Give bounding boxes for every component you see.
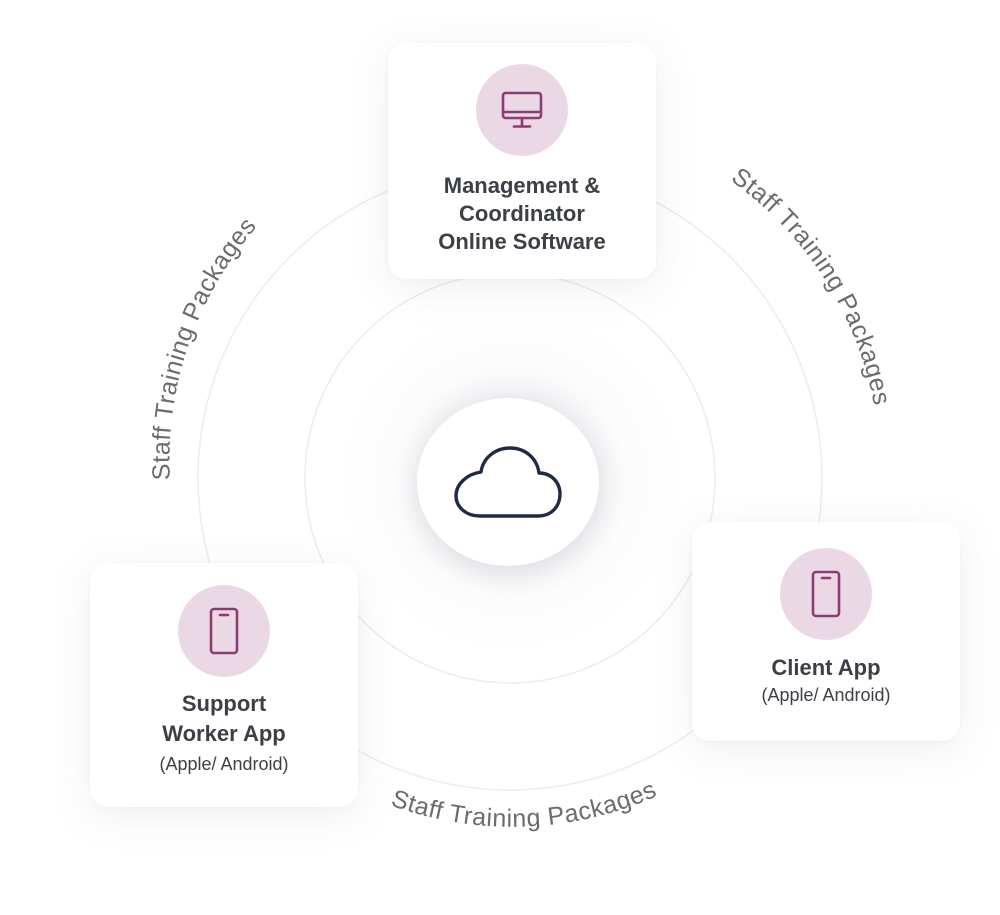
phone-icon	[811, 570, 841, 618]
management-software-card: Management & Coordinator Online Software	[388, 43, 656, 279]
ring-label-bottom: Staff Training Packages	[388, 775, 661, 833]
ring-label-right: Staff Training Packages	[726, 162, 895, 407]
client-app-title: Client App	[771, 655, 881, 680]
management-icon-badge	[476, 64, 568, 156]
phone-icon	[209, 607, 239, 655]
client-icon-badge	[780, 548, 872, 640]
management-title-line-2: Coordinator	[459, 201, 585, 226]
support-worker-subtitle: (Apple/ Android)	[159, 754, 289, 774]
cloud-hub	[417, 398, 599, 566]
client-app-card: Client App (Apple/ Android)	[692, 522, 960, 741]
support-worker-title-line-1: Support	[181, 691, 267, 716]
monitor-icon	[501, 91, 543, 128]
cloud-icon	[454, 446, 562, 518]
management-title-line-3: Online Software	[438, 229, 606, 254]
ring-label-left: Staff Training Packages	[147, 212, 262, 481]
client-app-subtitle: (Apple/ Android)	[761, 685, 891, 705]
support-worker-title-line-2: Worker App	[162, 721, 286, 746]
management-title-line-1: Management &	[443, 173, 601, 198]
support-worker-app-card: Support Worker App (Apple/ Android)	[90, 563, 358, 807]
support-worker-icon-badge	[178, 585, 270, 677]
